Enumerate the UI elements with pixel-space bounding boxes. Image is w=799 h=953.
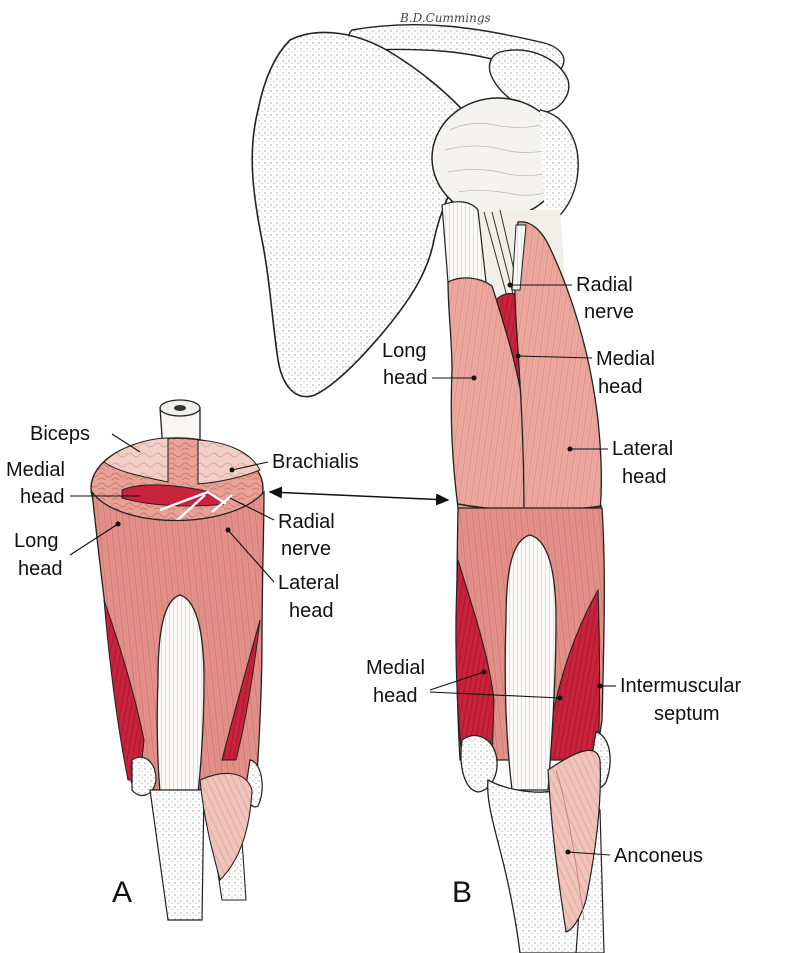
label-medial-head-b-1: Medial	[596, 348, 655, 370]
label-radial-nerve-a-2: nerve	[281, 538, 331, 560]
forearm-bones-a	[149, 789, 205, 921]
panel-a-illustration	[90, 399, 265, 921]
label-long-head-a-1: Long	[14, 530, 59, 552]
label-medial-head-lower-b-1: Medial	[366, 657, 425, 679]
triceps-tendon-b	[504, 534, 557, 791]
label-lateral-head-b-2: head	[622, 466, 667, 488]
panel-letter-a: A	[112, 876, 132, 909]
scapula-bone	[251, 31, 478, 398]
label-medial-head-a-1: Medial	[6, 459, 65, 481]
label-lateral-head-a-1: Lateral	[278, 572, 339, 594]
olecranon-b	[460, 735, 498, 793]
label-radial-nerve-a-1: Radial	[278, 511, 335, 533]
label-long-head-b-1: Long	[382, 340, 427, 362]
label-medial-head-lower-b-2: head	[373, 685, 418, 707]
label-anconeus-b: Anconeus	[614, 845, 703, 867]
label-radial-nerve-b-2: nerve	[584, 301, 634, 323]
label-lateral-head-a-2: head	[289, 600, 334, 622]
label-intermuscular-b-1: Intermuscular	[620, 675, 741, 697]
panel-letter-b: B	[452, 876, 472, 909]
anconeus-muscle-a	[199, 772, 253, 882]
label-brachialis-a: Brachialis	[272, 451, 359, 473]
label-biceps-a: Biceps	[30, 423, 90, 445]
label-intermuscular-b-2: septum	[654, 703, 720, 725]
correspondence-arrow	[268, 486, 450, 506]
label-radial-nerve-b-1: Radial	[576, 274, 633, 296]
medial-head-right-a	[221, 619, 261, 761]
panel-b-labels: Radial nerve Long head Medial head Later…	[366, 274, 741, 909]
panel-a-labels: Biceps Brachialis Medial head Long head …	[6, 423, 359, 909]
label-medial-head-b-2: head	[598, 376, 643, 398]
biceps-section-a	[103, 437, 169, 483]
label-medial-head-a-2: head	[20, 486, 65, 508]
lateral-head-muscle-b	[514, 221, 602, 513]
label-long-head-a-2: head	[18, 558, 63, 580]
triceps-tendon-a	[156, 594, 205, 811]
panel-b-illustration	[251, 23, 611, 953]
label-lateral-head-b-1: Lateral	[612, 438, 673, 460]
brachialis-section-a	[197, 439, 261, 485]
artist-signature: B.D.Cummings	[399, 11, 491, 25]
label-long-head-b-2: head	[383, 367, 428, 389]
anconeus-muscle-b	[547, 749, 601, 933]
